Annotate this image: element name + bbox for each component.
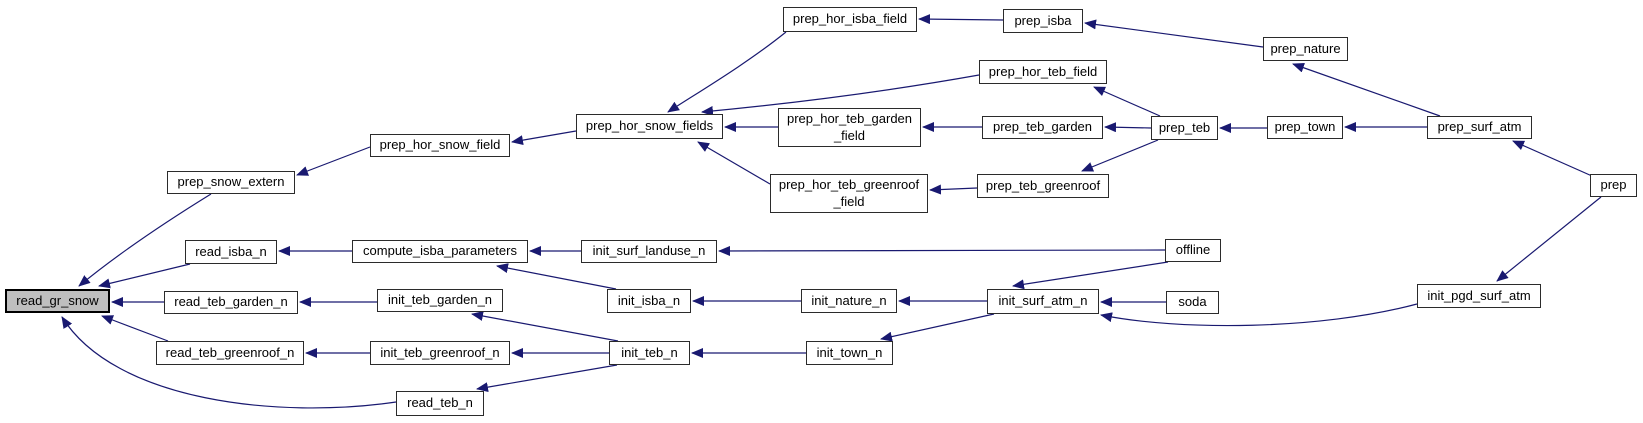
edge-init_teb_n--read_teb_n [476, 364, 618, 393]
graph-node-init_surf_landuse_n[interactable]: init_surf_landuse_n [581, 240, 717, 263]
graph-node-prep[interactable]: prep [1590, 174, 1637, 197]
edge-prep_teb--prep_hor_teb_field [1093, 86, 1161, 117]
graph-node-offline[interactable]: offline [1165, 239, 1221, 262]
graph-node-prep_hor_teb_garden_field[interactable]: prep_hor_teb_garden _field [778, 108, 921, 147]
edge-prep_nature--prep_isba [1084, 19, 1264, 48]
graph-node-init_isba_n[interactable]: init_isba_n [607, 289, 691, 313]
graph-node-prep_snow_extern[interactable]: prep_snow_extern [167, 171, 295, 194]
graph-node-prep_hor_teb_field[interactable]: prep_hor_teb_field [979, 60, 1107, 84]
graph-node-init_surf_atm_n[interactable]: init_surf_atm_n [987, 289, 1099, 314]
edge-init_pgd_surf_atm--init_surf_atm_n [1100, 303, 1418, 327]
graph-node-prep_hor_teb_greenroof_field[interactable]: prep_hor_teb_greenroof _field [770, 174, 928, 213]
graph-node-prep_hor_isba_field[interactable]: prep_hor_isba_field [783, 7, 917, 32]
edge-prep_teb--prep_teb_greenroof [1081, 139, 1159, 172]
edge-offline--init_surf_landuse_n [718, 245, 1166, 256]
edge-prep--prep_surf_atm [1512, 140, 1593, 177]
graph-node-prep_isba[interactable]: prep_isba [1003, 9, 1083, 33]
graph-node-init_town_n[interactable]: init_town_n [806, 341, 893, 365]
graph-node-init_pgd_surf_atm[interactable]: init_pgd_surf_atm [1417, 284, 1541, 308]
graph-node-prep_hor_snow_field[interactable]: prep_hor_snow_field [370, 134, 510, 157]
edge-offline--init_surf_atm_n [1012, 261, 1169, 290]
edge-read_isba_n--read_gr_snow [98, 263, 191, 289]
graph-node-init_teb_garden_n[interactable]: init_teb_garden_n [377, 289, 503, 312]
edge-prep_teb--prep_teb_garden [1104, 122, 1152, 133]
graph-node-prep_teb_greenroof[interactable]: prep_teb_greenroof [977, 174, 1109, 198]
graph-node-init_teb_greenroof_n[interactable]: init_teb_greenroof_n [370, 341, 510, 365]
graph-node-prep_surf_atm[interactable]: prep_surf_atm [1427, 116, 1532, 139]
graph-node-read_isba_n[interactable]: read_isba_n [185, 240, 277, 264]
graph-node-prep_teb[interactable]: prep_teb [1151, 116, 1218, 140]
graph-node-read_teb_greenroof_n[interactable]: read_teb_greenroof_n [156, 341, 304, 365]
edge-prep_hor_isba_field--prep_hor_snow_fields [667, 31, 787, 113]
edge-group [61, 14, 1602, 409]
edge-prep_hor_teb_field--prep_hor_snow_fields [701, 74, 980, 116]
graph-node-prep_town[interactable]: prep_town [1267, 116, 1343, 139]
edge-prep_hor_snow_fields--prep_hor_snow_field [511, 130, 577, 146]
graph-node-read_gr_snow: read_gr_snow [5, 289, 110, 313]
edge-prep--init_pgd_surf_atm [1496, 196, 1602, 282]
graph-node-soda[interactable]: soda [1166, 291, 1219, 314]
graph-node-prep_hor_snow_fields[interactable]: prep_hor_snow_fields [576, 114, 723, 139]
edge-prep_hor_teb_greenroof_field--prep_hor_snow_fields [697, 141, 771, 185]
graph-node-prep_teb_garden[interactable]: prep_teb_garden [982, 116, 1103, 139]
edge-prep_snow_extern--read_gr_snow [78, 193, 212, 287]
graph-node-compute_isba_parameters[interactable]: compute_isba_parameters [352, 240, 528, 263]
edge-read_teb_greenroof_n--read_gr_snow [101, 315, 169, 342]
graph-node-init_teb_n[interactable]: init_teb_n [609, 341, 690, 365]
graph-node-read_teb_n[interactable]: read_teb_n [396, 391, 484, 416]
graph-node-init_nature_n[interactable]: init_nature_n [801, 289, 897, 313]
edge-prep_surf_atm--prep_nature [1292, 62, 1441, 117]
graph-node-read_teb_garden_n[interactable]: read_teb_garden_n [164, 291, 298, 314]
edge-init_isba_n--compute_isba_parameters [496, 263, 617, 290]
edge-prep_teb_greenroof--prep_hor_teb_greenroof_field [929, 184, 978, 195]
graph-node-prep_nature[interactable]: prep_nature [1263, 37, 1348, 61]
edge-init_surf_atm_n--init_town_n [880, 313, 995, 342]
edge-prep_isba--prep_hor_isba_field [918, 14, 1004, 25]
edge-read_teb_n--read_gr_snow [61, 316, 397, 409]
edge-prep_hor_snow_field--prep_snow_extern [296, 146, 371, 176]
edge-init_teb_n--init_teb_garden_n [471, 311, 619, 342]
